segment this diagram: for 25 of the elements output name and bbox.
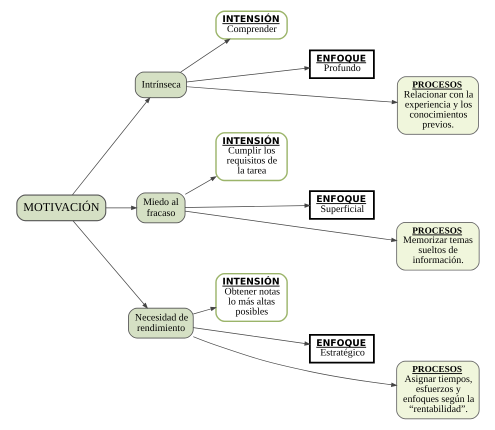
arrow xyxy=(192,336,398,387)
arrow xyxy=(72,220,148,309)
arrow xyxy=(105,206,138,210)
arrow xyxy=(192,327,310,346)
arrow xyxy=(184,210,398,242)
node-box: ENFOQUE Superficial xyxy=(308,190,374,220)
node-box: Necesidad de rendimiento xyxy=(128,308,194,338)
node-box: ENFOQUE Profundo xyxy=(308,49,374,79)
node-box: INTENSIÓN Cumplir los requisitos de la tarea xyxy=(214,132,288,182)
arrow xyxy=(192,306,216,314)
node-box: PROCESOS Memorizar temas sueltos de información. xyxy=(396,222,480,271)
arrow xyxy=(71,96,150,196)
arrow xyxy=(184,176,216,195)
node-box: PROCESOS Asignar tiempos, esfuerzos y enfoques según la “rentabilidad”. xyxy=(396,360,480,420)
arrow xyxy=(186,86,398,104)
node-box: Miedo al fracaso xyxy=(136,192,185,224)
node-box: INTENSIÓN Obtener notas lo más altas posibles xyxy=(214,272,288,322)
arrow xyxy=(184,203,310,208)
node-box: MOTIVACIÓN xyxy=(16,194,106,222)
node-box: INTENSIÓN Comprender xyxy=(214,10,288,40)
arrow xyxy=(180,38,230,72)
node-box: PROCESOS Relacionar con la experiencia y los conocimientos previos. xyxy=(396,76,478,135)
node-box: ENFOQUE Estratégico xyxy=(308,334,374,364)
node-box: Intrínseca xyxy=(134,72,186,98)
arrow xyxy=(186,66,310,82)
